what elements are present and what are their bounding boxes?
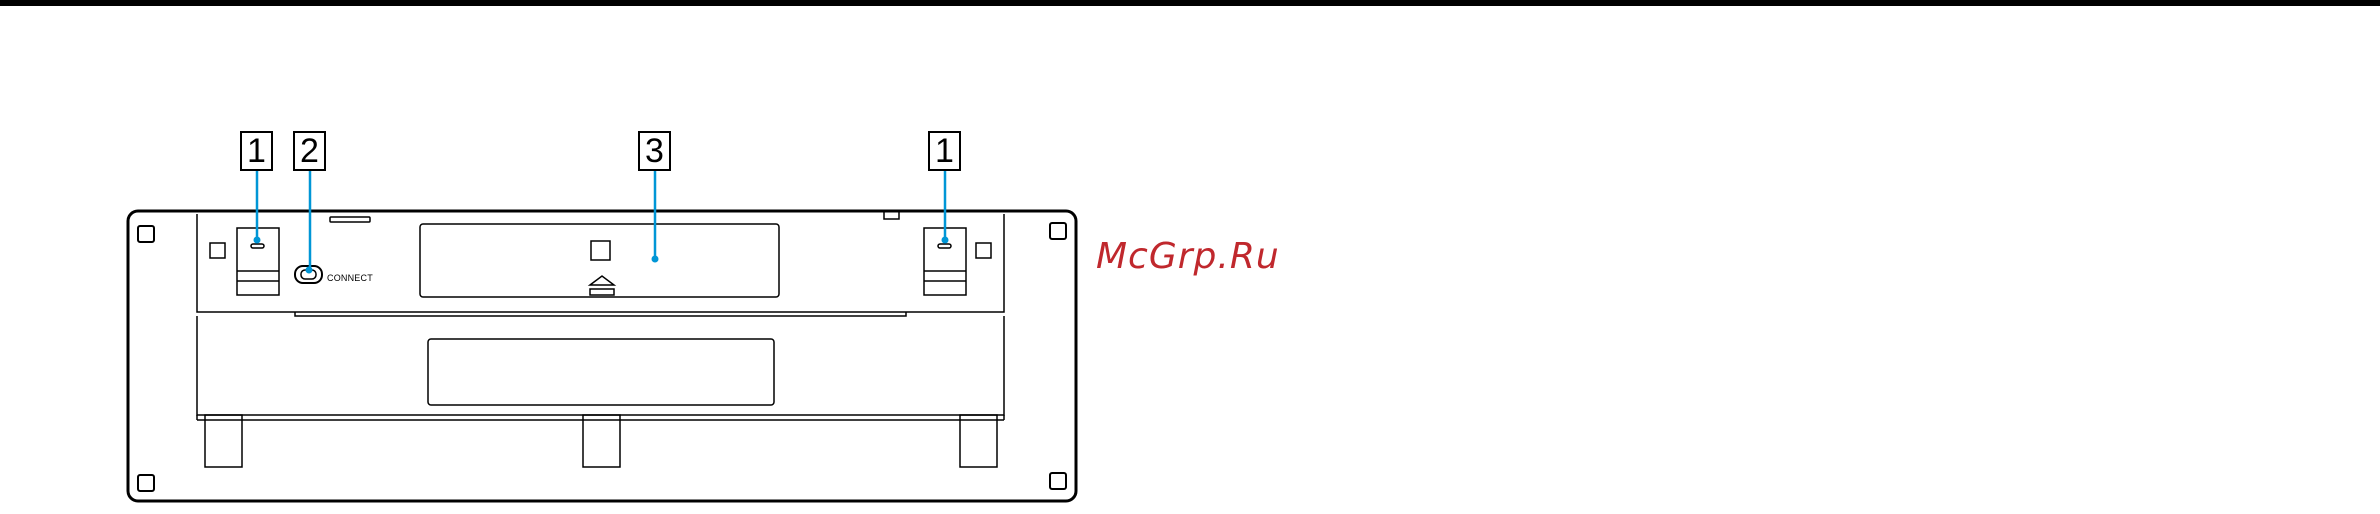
callout-1-left: 1	[240, 131, 273, 171]
corner-foot-bottom-right	[1050, 473, 1066, 489]
keyboard-base-outline	[128, 211, 1076, 501]
corner-foot-top-right	[1050, 223, 1066, 239]
tilt-stand-right-slot	[938, 244, 951, 248]
watermark-text: McGrp.Ru	[1096, 236, 1280, 277]
corner-foot-top-left	[138, 226, 154, 242]
bottom-foot-left	[205, 415, 242, 467]
tilt-stand-left-side	[210, 243, 225, 258]
callout-1-right: 1	[928, 131, 961, 171]
connect-label: CONNECT	[327, 273, 373, 283]
tilt-stand-left-slot	[251, 244, 264, 248]
battery-cover-latch	[591, 241, 610, 260]
callout-3: 3	[638, 131, 671, 171]
lower-recess	[428, 339, 774, 405]
corner-foot-bottom-left	[138, 475, 154, 491]
top-edge-slot	[330, 217, 370, 222]
bottom-foot-right	[960, 415, 997, 467]
callout-2: 2	[293, 131, 326, 171]
tilt-stand-right-side	[976, 243, 991, 258]
eject-icon	[590, 276, 614, 295]
bottom-foot-center	[583, 415, 620, 467]
lower-panel-outline	[197, 316, 1004, 415]
